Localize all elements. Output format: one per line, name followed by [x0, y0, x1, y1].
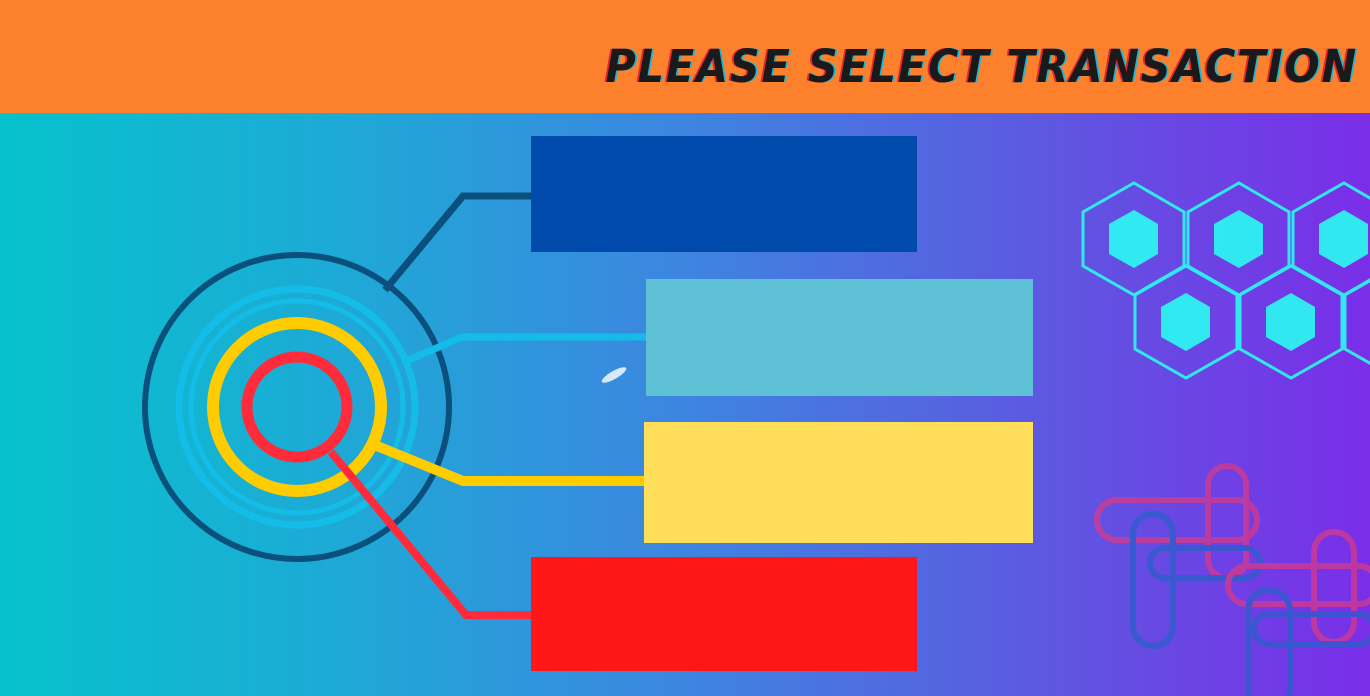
transaction-selector: [0, 113, 1370, 696]
page-title: PLEASE SELECT TRANSACTION: [605, 40, 1358, 93]
header-bar: PLEASE SELECT TRANSACTION: [0, 0, 1370, 113]
transaction-option-2[interactable]: [646, 279, 1033, 396]
transaction-option-3[interactable]: [644, 422, 1033, 543]
chain-links-icon: [1094, 463, 1370, 696]
transaction-option-1[interactable]: [531, 136, 917, 252]
concentric-target-icon: [142, 252, 452, 562]
transaction-option-4[interactable]: [531, 557, 917, 671]
connector-lines: [327, 192, 646, 619]
hexagon-pattern-icon: [1081, 181, 1370, 380]
diagram-graphic: [142, 181, 1370, 696]
